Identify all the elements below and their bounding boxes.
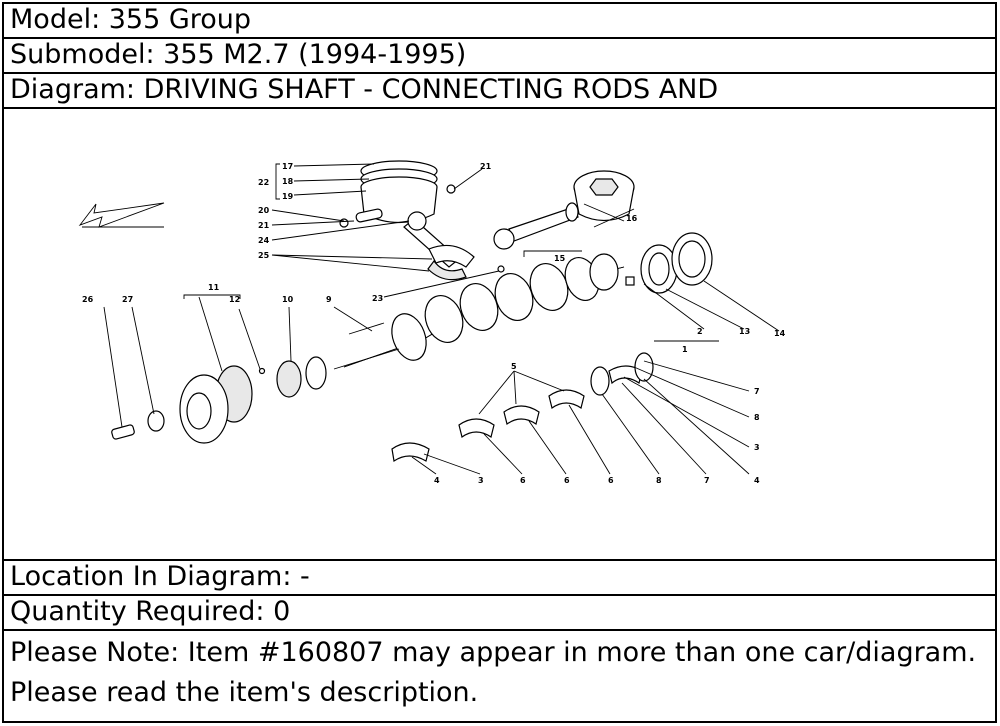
callout-6c: 6 xyxy=(608,476,614,485)
callout-8: 8 xyxy=(754,413,760,422)
callout-21b: 21 xyxy=(480,162,492,171)
callout-4b: 4 xyxy=(434,476,440,485)
callout-21: 21 xyxy=(258,221,270,230)
callout-7b: 7 xyxy=(704,476,710,485)
callout-3b: 3 xyxy=(478,476,484,485)
callout-5: 5 xyxy=(511,362,517,371)
callout-27: 27 xyxy=(122,295,133,304)
diagram-drawing: 17 18 19 22 20 21 24 25 21 16 15 23 26 2… xyxy=(78,160,786,485)
connecting-rod-left xyxy=(403,211,505,281)
callout-8b: 8 xyxy=(656,476,662,485)
direction-arrow-icon xyxy=(78,202,165,228)
item-note: Please Note: Item #160807 may appear in … xyxy=(10,637,977,708)
callout-2: 2 xyxy=(697,327,703,336)
callout-22: 22 xyxy=(258,178,269,187)
callout-10: 10 xyxy=(282,295,294,304)
callout-24: 24 xyxy=(258,236,270,245)
submodel-row: Submodel: 355 M2.7 (1994-1995) xyxy=(4,39,995,74)
callout-25: 25 xyxy=(258,251,270,260)
location-row: Location In Diagram: - xyxy=(4,561,995,596)
callout-20: 20 xyxy=(258,206,270,215)
diagram-title-row: Diagram: DRIVING SHAFT - CONNECTING RODS… xyxy=(4,74,995,109)
callout-16: 16 xyxy=(626,214,638,223)
callout-13: 13 xyxy=(739,327,750,336)
piston-right xyxy=(573,170,635,222)
callout-17: 17 xyxy=(282,162,293,171)
piston-left xyxy=(339,160,456,228)
model-row: Model: 355 Group xyxy=(4,4,995,39)
connecting-rod-right xyxy=(493,202,579,250)
callout-15: 15 xyxy=(554,254,566,263)
rear-seals xyxy=(640,232,713,294)
callout-labels: 17 18 19 22 20 21 24 25 21 16 15 23 26 2… xyxy=(82,162,786,485)
callout-18: 18 xyxy=(282,177,294,186)
leader-lines xyxy=(103,163,780,475)
callout-4: 4 xyxy=(754,476,760,485)
callout-19: 19 xyxy=(282,192,294,201)
callout-3: 3 xyxy=(754,443,760,452)
crankshaft xyxy=(343,253,635,368)
callout-26: 26 xyxy=(82,295,94,304)
exploded-parts-diagram: 17 18 19 22 20 21 24 25 21 16 15 23 26 2… xyxy=(4,109,995,561)
callout-7: 7 xyxy=(754,387,760,396)
callout-11: 11 xyxy=(208,283,220,292)
callout-6a: 6 xyxy=(520,476,526,485)
callout-23: 23 xyxy=(372,294,383,303)
callout-9: 9 xyxy=(326,295,332,304)
front-gears xyxy=(111,322,400,444)
callout-14: 14 xyxy=(774,329,786,338)
quantity-row: Quantity Required: 0 xyxy=(4,596,995,631)
callout-1: 1 xyxy=(682,345,688,354)
callout-6b: 6 xyxy=(564,476,570,485)
bearing-shells xyxy=(391,352,654,463)
callout-12: 12 xyxy=(229,295,240,304)
